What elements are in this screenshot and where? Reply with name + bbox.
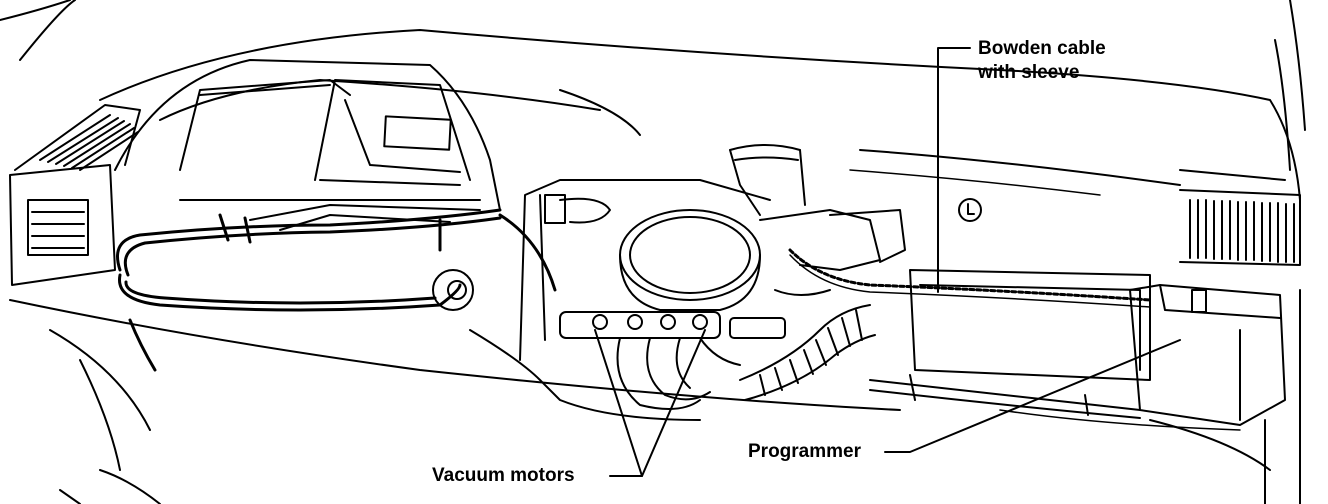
bowden-cable-label-line2: with sleeve [978, 62, 1080, 83]
programmer-leader [884, 339, 1181, 453]
defroster-duct [729, 144, 806, 216]
programmer-unit [869, 269, 1286, 431]
left-air-vent [9, 104, 141, 286]
heater-box [619, 209, 906, 311]
programmer-label: Programmer [748, 441, 861, 462]
instrument-cluster [114, 59, 501, 231]
right-air-vent [1179, 189, 1301, 266]
corrugated-hose [739, 304, 876, 401]
bowden-cable-label: Bowden cable with sleeve [978, 37, 1106, 85]
bowden-leader [937, 47, 971, 293]
center-panel [432, 179, 771, 421]
wiring-harness [116, 208, 557, 372]
dashboard-outline [9, 29, 1301, 504]
bowden-cable-label-line1: Bowden cable [978, 38, 1106, 59]
bowden-cable [788, 198, 1152, 308]
windshield-pillars [0, 0, 1306, 171]
leader-lines [594, 47, 1181, 477]
vacuum-motors-label: Vacuum motors [432, 465, 575, 486]
vacuum-motors [559, 311, 786, 410]
vacuum-leader-2 [641, 329, 706, 477]
